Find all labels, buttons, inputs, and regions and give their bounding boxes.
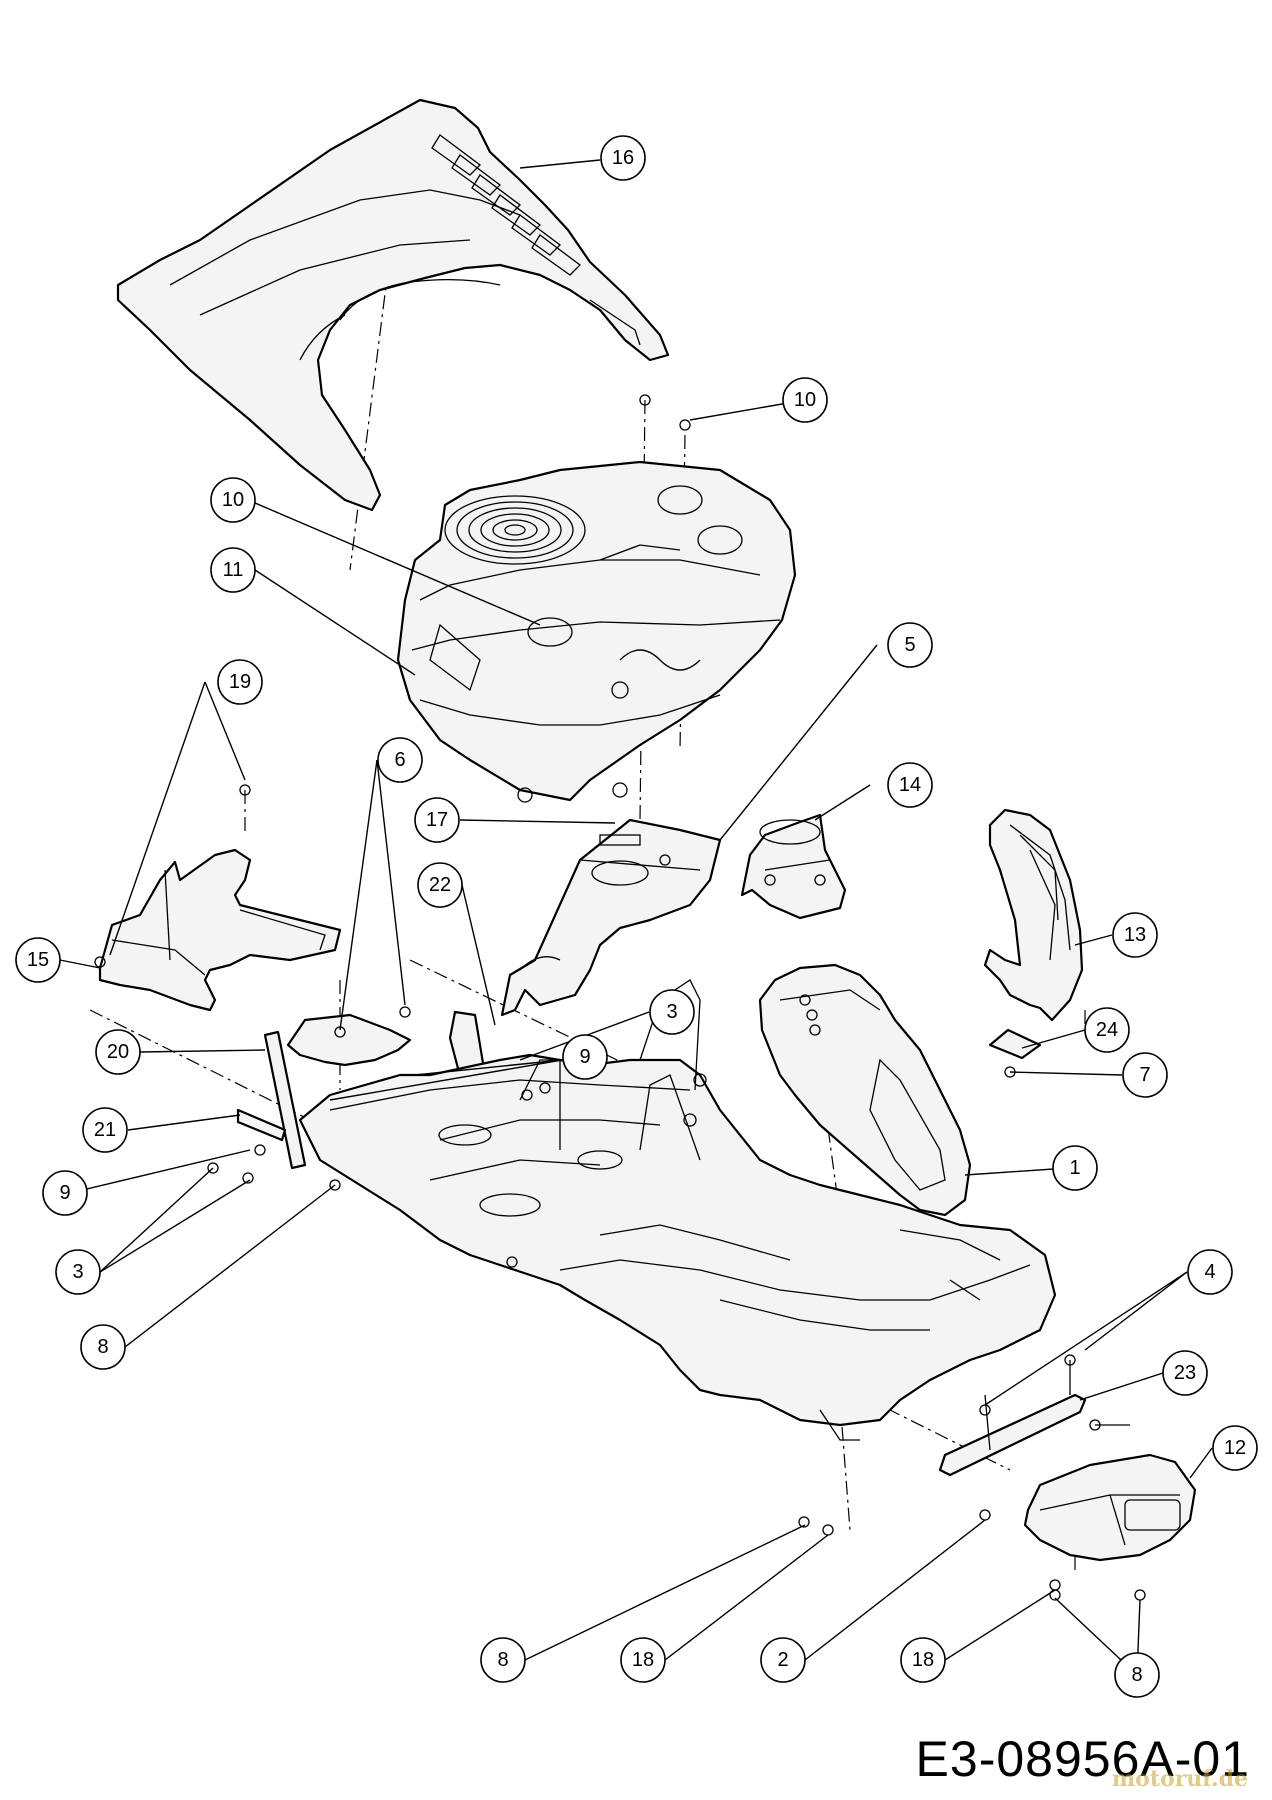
callout-23: 23 — [1162, 1350, 1208, 1396]
callout-20-label: 20 — [107, 1041, 129, 1063]
callout-13: 13 — [1112, 912, 1158, 958]
callout-24-label: 24 — [1096, 1019, 1118, 1041]
part-24-plate — [988, 1028, 1042, 1060]
callout-21: 21 — [82, 1107, 128, 1153]
callout-3-left: 3 — [55, 1249, 101, 1295]
callout-18-left-label: 18 — [632, 1649, 654, 1671]
part-12-bumper — [1023, 1453, 1197, 1562]
part-16-body-panel — [116, 98, 670, 512]
callout-8-left: 8 — [80, 1324, 126, 1370]
callout-14-label: 14 — [899, 774, 921, 796]
callout-10-hood-label: 10 — [222, 489, 244, 511]
callout-19-label: 19 — [229, 671, 251, 693]
callout-6-label: 6 — [394, 749, 405, 771]
callout-8-bottom-left: 8 — [480, 1637, 526, 1683]
watermark-logo: motoruf.de — [1111, 1766, 1248, 1792]
callout-19: 19 — [217, 659, 263, 705]
leader-lines — [59, 159, 1213, 1676]
callout-13-label: 13 — [1124, 924, 1146, 946]
part-13-fender — [983, 808, 1084, 1022]
callout-10-top-label: 10 — [794, 389, 816, 411]
callout-17: 17 — [414, 797, 460, 843]
callout-15-label: 15 — [27, 949, 49, 971]
callout-4-label: 4 — [1204, 1261, 1215, 1283]
part-17-plate — [500, 818, 722, 1017]
callout-23-label: 23 — [1174, 1362, 1196, 1384]
callout-9-upper-label: 9 — [579, 1046, 590, 1068]
callout-12: 12 — [1212, 1425, 1258, 1471]
part-1-center-column — [758, 963, 972, 1217]
callout-5-label: 5 — [904, 634, 915, 656]
callout-6: 6 — [377, 737, 423, 783]
part-20-rod — [263, 1030, 307, 1170]
part-15-bracket — [98, 848, 342, 1012]
callout-21-label: 21 — [94, 1119, 116, 1141]
callout-11: 11 — [210, 547, 256, 593]
vent-slots — [431, 134, 581, 276]
callout-9-upper: 9 — [562, 1034, 608, 1080]
callout-8-bottom-left-label: 8 — [497, 1649, 508, 1671]
callout-10-top: 10 — [782, 377, 828, 423]
callout-12-label: 12 — [1224, 1437, 1246, 1459]
callout-9-left-label: 9 — [59, 1182, 70, 1204]
callout-20: 20 — [95, 1029, 141, 1075]
callout-2: 2 — [760, 1637, 806, 1683]
callout-2-label: 2 — [777, 1649, 788, 1671]
callout-18-left: 18 — [620, 1637, 666, 1683]
callout-8-left-label: 8 — [97, 1336, 108, 1358]
callout-24: 24 — [1084, 1007, 1130, 1053]
callout-18-right: 18 — [900, 1637, 946, 1683]
callout-3-upper: 3 — [649, 989, 695, 1035]
callout-22: 22 — [417, 862, 463, 908]
callout-18-right-label: 18 — [912, 1649, 934, 1671]
callout-22-label: 22 — [429, 874, 451, 896]
callout-9-left: 9 — [42, 1170, 88, 1216]
callout-16: 16 — [600, 135, 646, 181]
drawing-number: E3-08956A-01 — [915, 1731, 1250, 1787]
part-11-hood — [396, 460, 797, 802]
callout-15: 15 — [15, 937, 61, 983]
fan-grille — [444, 495, 586, 565]
callout-14: 14 — [887, 762, 933, 808]
callout-10-hood: 10 — [210, 477, 256, 523]
callout-4: 4 — [1187, 1249, 1233, 1295]
callout-1-label: 1 — [1069, 1157, 1080, 1179]
callout-16-label: 16 — [612, 147, 634, 169]
part-14-console — [740, 813, 847, 920]
callout-7: 7 — [1122, 1052, 1168, 1098]
callout-1: 1 — [1052, 1145, 1098, 1191]
callout-5: 5 — [887, 622, 933, 668]
callout-7-label: 7 — [1139, 1064, 1150, 1086]
part-21-bracket — [236, 1108, 287, 1142]
part-23-crossbar — [938, 1393, 1087, 1477]
callout-8-bottom-right: 8 — [1114, 1652, 1160, 1698]
callout-17-label: 17 — [426, 809, 448, 831]
part-6-shield — [286, 1013, 412, 1067]
callout-3-left-label: 3 — [72, 1261, 83, 1283]
callout-8-bottom-right-label: 8 — [1131, 1664, 1142, 1686]
callout-11-label: 11 — [223, 559, 244, 581]
frame-chassis — [298, 979, 1057, 1441]
callout-3-upper-label: 3 — [666, 1001, 677, 1023]
